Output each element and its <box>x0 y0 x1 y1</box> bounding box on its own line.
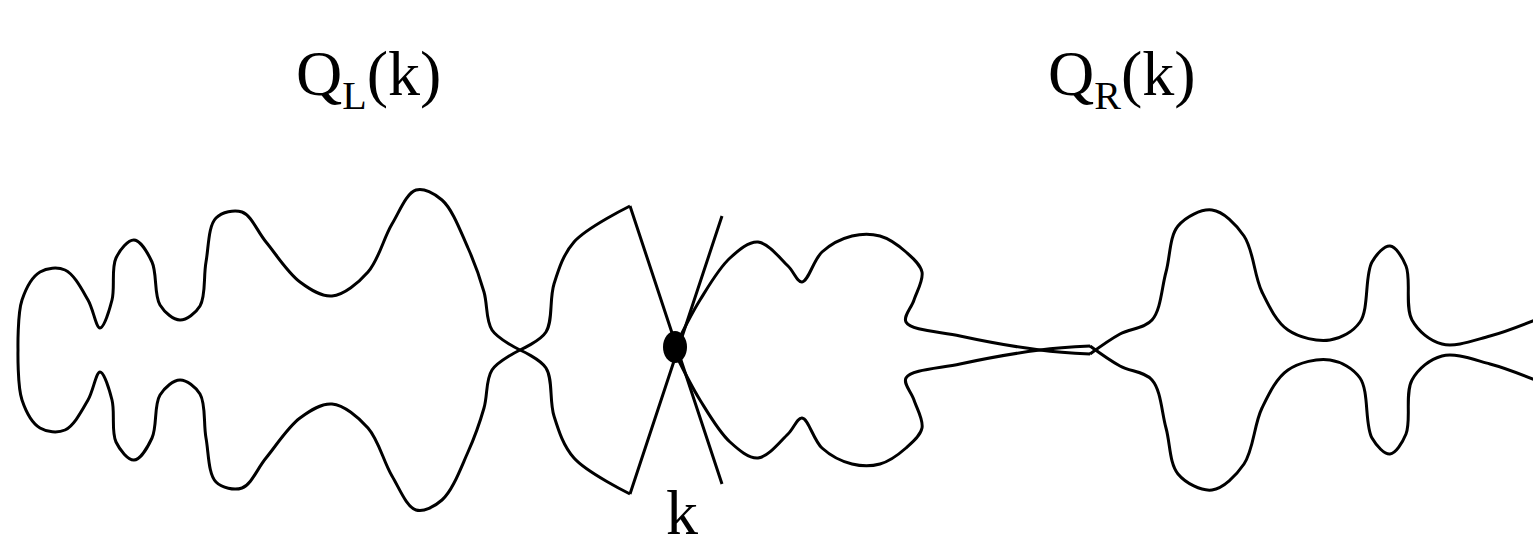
crossing-line <box>630 206 722 484</box>
chain-contour <box>18 350 520 511</box>
pivot-dot <box>663 331 687 363</box>
math-label: k <box>666 481 698 545</box>
chain-contour <box>18 189 520 350</box>
chain-contour <box>520 350 630 494</box>
crossing-line <box>630 216 722 494</box>
chain-contour <box>1090 346 1533 490</box>
chain-contour <box>520 206 630 350</box>
chain-outline <box>18 189 1533 510</box>
chain-contour <box>1090 210 1533 354</box>
chain-contour <box>676 234 1090 354</box>
math-label: QL(k) <box>296 42 441 106</box>
math-label: QR(k) <box>1048 42 1196 106</box>
chain-contour <box>676 346 1090 466</box>
